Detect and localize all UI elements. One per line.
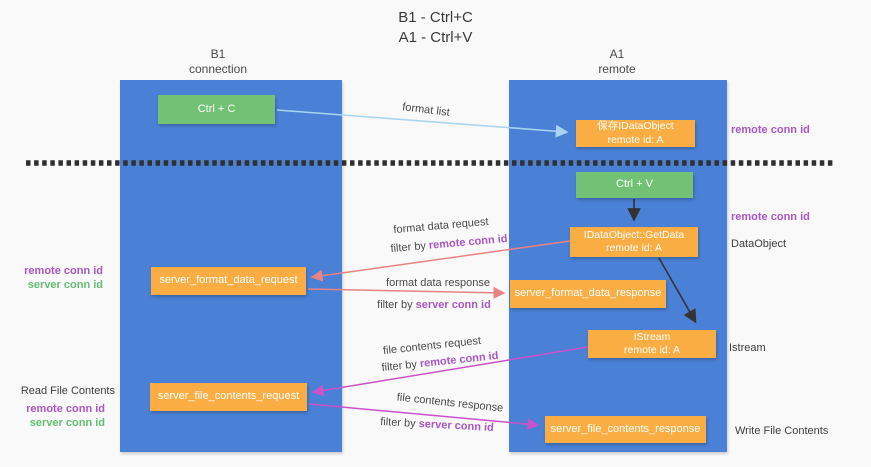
lane-a1-name: A1 [609,47,625,61]
node-istream-line1: IStream [633,330,671,343]
node-server-format-data-request: server_format_data_request [151,267,306,295]
node-save-dataobject-label: 保存IDataObject remote id: A [597,120,673,146]
node-ctrl-v: Ctrl + V [576,172,693,198]
node-ctrl-v-label: Ctrl + V [616,178,653,191]
flow-label-format-list: format list [401,101,451,119]
label-remote-conn-id-left-2: remote conn id [26,403,105,415]
filter-by-text: filter by [381,358,418,375]
lane-header-a1: A1 remote [557,47,677,77]
label-write-file-contents: Write File Contents [735,425,829,437]
filter-by-text: filter by [390,240,427,256]
node-istream-line2: remote id: A [623,344,681,356]
label-dataobject: DataObject [731,238,787,250]
filter-target-server-conn-id: server conn id [418,418,495,434]
flow-label-file-contents-response: file contents response [396,391,504,415]
node-save-dataobject: 保存IDataObject remote id: A [576,120,695,147]
title-line-1: B1 - Ctrl+C [398,9,473,26]
node-ctrl-c: Ctrl + C [158,95,275,124]
node-getdata: IDataObject::GetData remote id: A [570,227,698,257]
node-ctrl-c-label: Ctrl + C [197,102,236,115]
node-save-dataobject-line1: 保存IDataObject [597,120,674,133]
label-remote-conn-id-right-2: remote conn id [731,211,810,223]
node-getdata-label: IDataObject::GetData remote id: A [584,229,684,255]
label-read-file-contents: Read File Contents [20,385,115,397]
filter-target-server-conn-id: server conn id [415,299,491,311]
label-remote-conn-id-right-1: remote conn id [731,124,810,136]
node-server-file-contents-response-label: server_file_contents_response [550,422,701,435]
node-save-dataobject-line2: remote id: A [607,133,664,146]
node-istream-label: IStream remote id: A [624,331,680,357]
label-server-conn-id-left-2: server conn id [29,417,105,429]
filter-by-text: filter by [379,416,416,430]
lane-b1-role: connection [188,62,248,76]
filter-by-text: filter by [377,299,413,311]
diagram-title: B1 - Ctrl+C A1 - Ctrl+V [0,8,871,49]
flow-label-format-data-response: format data response [386,277,490,289]
node-getdata-line2: remote id: A [605,242,662,254]
label-remote-conn-id-left-1: remote conn id [24,265,103,277]
lane-a1-role: remote [598,62,636,76]
label-server-conn-id-left-1: server conn id [27,279,103,291]
node-server-format-data-response: server_format_data_response [510,280,666,308]
node-server-format-data-request-label: server_format_data_request [159,274,298,287]
node-istream: IStream remote id: A [588,330,716,358]
lane-header-b1: B1 connection [158,47,278,77]
node-server-file-contents-request-label: server_file_contents_request [157,390,300,403]
node-server-file-contents-response: server_file_contents_response [545,416,706,443]
node-server-file-contents-request: server_file_contents_request [150,383,307,411]
label-istream: Istream [729,342,766,354]
node-getdata-line1: IDataObject::GetData [583,228,685,241]
filter-target-remote-conn-id: remote conn id [428,232,508,252]
filter-target-remote-conn-id: remote conn id [419,349,499,371]
flow-label-format-data-request: format data request [392,215,490,237]
title-line-2: A1 - Ctrl+V [398,29,473,47]
node-server-format-data-response-label: server_format_data_response [514,287,662,300]
lane-b1-name: B1 [210,47,226,61]
